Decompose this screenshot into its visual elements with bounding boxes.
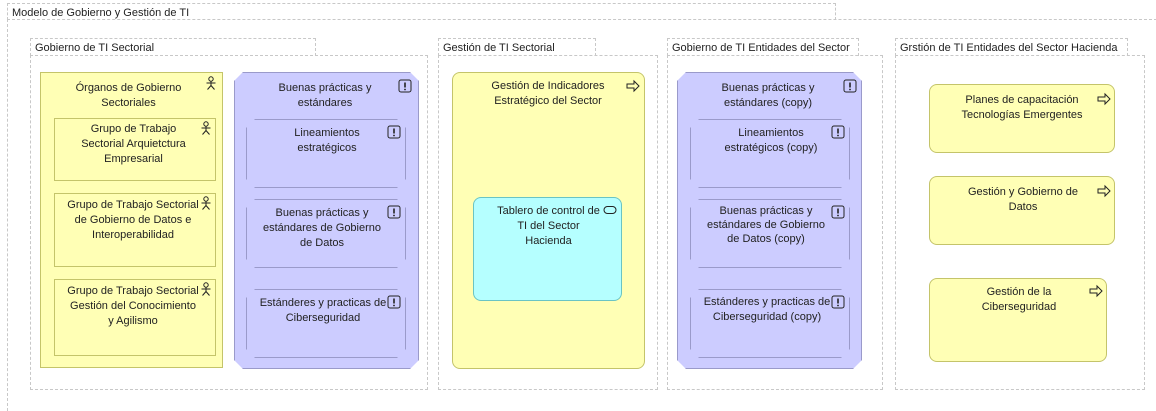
principle-icon xyxy=(831,125,845,139)
capacitacion-box[interactable]: Planes de capacitación Tecnologías Emerg… xyxy=(929,84,1115,153)
lineamientos-label: Lineamientos estratégicos xyxy=(294,127,360,154)
process-arrow-icon xyxy=(626,79,640,93)
bp-datos-label: Buenas prácticas y estándares de Gobiern… xyxy=(262,207,382,249)
actor-icon xyxy=(206,76,216,90)
group-gestion-hacienda-tab: Grstión de TI Entidades del Sector Hacie… xyxy=(895,38,1128,56)
bp-datos-copy-label: Buenas prácticas y estándares de Gobiern… xyxy=(706,205,826,245)
group-gestion-sectorial-tab: Gestión de TI Sectorial xyxy=(438,38,596,56)
grupo-conocimiento-label: Grupo de Trabajo Sectorial Gestión del C… xyxy=(67,285,199,327)
ciberseguridad-copy-box[interactable]: Estánderes y practicas de Ciberseguridad… xyxy=(690,289,850,358)
bp-datos-copy-box[interactable]: Buenas prácticas y estándares de Gobiern… xyxy=(690,199,850,268)
indicadores-label: Gestión de Indicadores Estratégico del S… xyxy=(491,80,605,107)
principle-icon xyxy=(387,295,401,309)
gestion-datos-box[interactable]: Gestión y Gobierno de Datos xyxy=(929,176,1115,245)
gestion-datos-label: Gestión y Gobierno de Datos xyxy=(967,186,1079,213)
group-gobierno-sectorial-title: Gobierno de TI Sectorial xyxy=(35,42,155,54)
actor-icon xyxy=(201,196,211,210)
ciberseguridad-std-box[interactable]: Estánderes y practicas de Ciberseguridad xyxy=(246,289,406,358)
principle-icon xyxy=(831,295,845,309)
organos-label: Órganos de Gobierno Sectoriales xyxy=(75,82,182,109)
actor-icon xyxy=(201,121,211,135)
grupo-arquitectura-label: Grupo de Trabajo Sectorial Arquietctura … xyxy=(81,123,186,165)
buenas-practicas-copy-label: Buenas prácticas y estándares (copy) xyxy=(721,82,815,109)
gestion-ciber-label: Gestión de la Ciberseguridad xyxy=(981,286,1057,313)
group-gobierno-entidades-tab: Gobierno de TI Entidades del Sector xyxy=(667,38,859,56)
principle-icon xyxy=(387,125,401,139)
process-arrow-icon xyxy=(1097,184,1111,198)
principle-icon xyxy=(398,79,412,93)
bp-datos-box[interactable]: Buenas prácticas y estándares de Gobiern… xyxy=(246,199,406,268)
grupo-datos-box[interactable]: Grupo de Trabajo Sectorial de Gobierno d… xyxy=(54,193,216,267)
grupo-arquitectura-box[interactable]: Grupo de Trabajo Sectorial Arquietctura … xyxy=(54,118,216,181)
grupo-datos-label: Grupo de Trabajo Sectorial de Gobierno d… xyxy=(67,199,199,241)
principle-icon xyxy=(831,205,845,219)
model-title: Modelo de Gobierno y Gestión de TI xyxy=(12,7,190,19)
ciberseguridad-std-label: Estánderes y practicas de Ciberseguridad xyxy=(259,297,387,324)
tablero-box[interactable]: Tablero de control de TI del Sector Haci… xyxy=(473,197,622,301)
ciberseguridad-copy-label: Estánderes y practicas de Ciberseguridad… xyxy=(703,296,831,323)
lineamientos-copy-box[interactable]: Lineamientos estratégicos (copy) xyxy=(690,119,850,188)
service-icon xyxy=(603,206,617,214)
group-gobierno-entidades-title: Gobierno de TI Entidades del Sector xyxy=(672,42,850,54)
principle-icon xyxy=(387,205,401,219)
process-arrow-icon xyxy=(1097,92,1111,106)
group-gobierno-sectorial-tab: Gobierno de TI Sectorial xyxy=(30,38,316,56)
process-arrow-icon xyxy=(1089,284,1103,298)
group-gobierno-sectorial[interactable] xyxy=(30,55,428,390)
lineamientos-box[interactable]: Lineamientos estratégicos xyxy=(246,119,406,188)
lineamientos-copy-label: Lineamientos estratégicos (copy) xyxy=(724,127,818,154)
grupo-conocimiento-box[interactable]: Grupo de Trabajo Sectorial Gestión del C… xyxy=(54,279,216,356)
gestion-ciber-box[interactable]: Gestión de la Ciberseguridad xyxy=(929,278,1107,362)
buenas-practicas-label: Buenas prácticas y estándares xyxy=(278,82,372,109)
group-gestion-sectorial-title: Gestión de TI Sectorial xyxy=(443,42,555,54)
group-gestion-hacienda-title: Grstión de TI Entidades del Sector Hacie… xyxy=(900,42,1118,54)
tablero-label: Tablero de control de TI del Sector Haci… xyxy=(497,205,600,247)
group-gobierno-entidades[interactable] xyxy=(667,55,883,390)
group-gestion-sectorial[interactable] xyxy=(438,55,658,390)
actor-icon xyxy=(201,282,211,296)
capacitacion-label: Planes de capacitación Tecnologías Emerg… xyxy=(961,94,1083,121)
model-tab: Modelo de Gobierno y Gestión de TI xyxy=(7,3,836,20)
group-gestion-hacienda[interactable] xyxy=(895,55,1145,390)
model-group[interactable] xyxy=(7,19,1156,411)
principle-icon xyxy=(843,79,857,93)
